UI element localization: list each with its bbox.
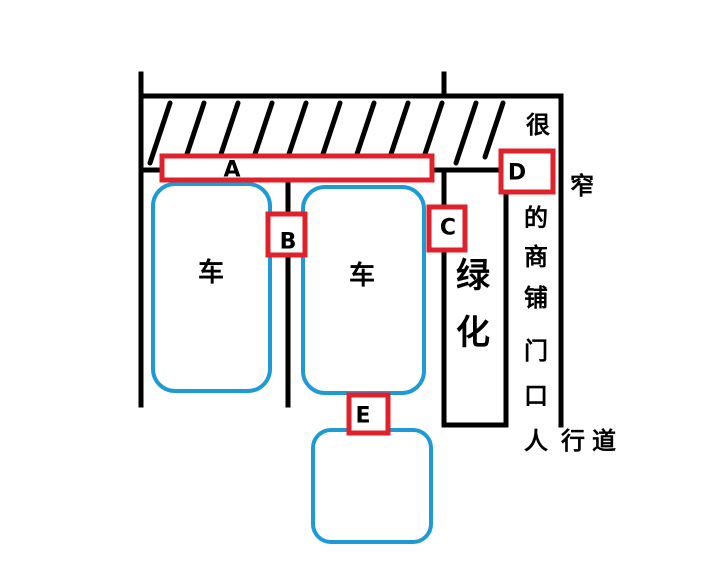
red-markers [159,148,556,436]
sidewalk-char: 道 [592,427,616,455]
marker-a-label: A [223,158,240,183]
greenery-label-2: 化 [456,313,490,353]
sidewalk-char: 窄 [570,172,594,200]
marker-b-label: B [280,230,297,255]
greenery-label-1: 绿 [456,256,491,296]
marker-d-box [498,148,556,195]
sidewalk-char: 商 [524,243,548,271]
marker-c-box [426,204,468,253]
marker-e-label: E [355,404,370,429]
area-labels: 车 车 绿 化 [198,256,491,353]
marker-e-box [346,392,391,436]
car-left-shape [151,182,272,393]
marker-c-label: C [440,216,456,241]
marker-labels: A B C D E [223,158,526,429]
sidewalk-char: 人 [524,427,548,455]
marker-a-box [159,153,435,183]
marker-d-label: D [508,161,526,186]
sidewalk-char: 的 [524,204,548,232]
car-left-label: 车 [198,257,224,288]
car-bottom-shape [311,428,433,544]
roof-hatching [147,100,506,166]
sidewalk-char: 铺 [524,284,548,312]
car-middle-label: 车 [349,260,375,291]
sidewalk-text: 很窄的商铺门口人行道 [524,111,616,455]
structure-lines [138,71,564,428]
sidewalk-char: 行 [560,427,585,455]
sidewalk-char: 口 [524,382,548,410]
sidewalk-char: 门 [524,337,548,365]
sidewalk-char: 很 [526,111,550,139]
marker-b-box [265,211,308,258]
